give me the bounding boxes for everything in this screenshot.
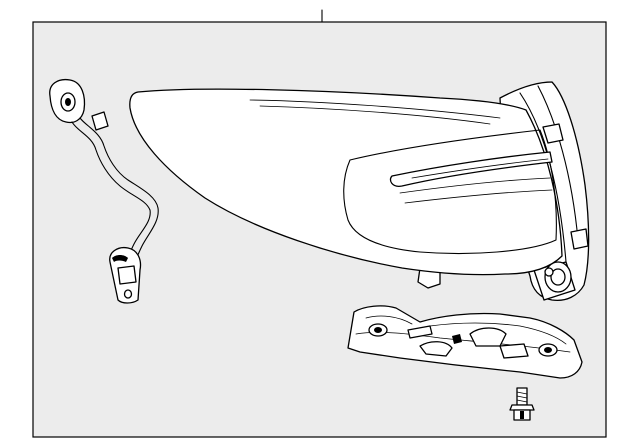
bracket-ridge	[429, 322, 567, 345]
connector-seal	[112, 255, 128, 262]
mounting-bracket	[347, 305, 583, 379]
light-bar-detail	[411, 158, 549, 179]
bracket-slot	[499, 343, 529, 359]
bracket-hole-center	[374, 327, 382, 333]
light-bar-strip	[389, 151, 553, 187]
bracket-ridge	[365, 315, 413, 325]
harness-wire	[71, 121, 151, 263]
connector-hole	[123, 289, 133, 299]
bracket-slot	[407, 325, 433, 339]
light-bar-detail	[399, 177, 551, 194]
screw-head-slot	[520, 411, 524, 419]
harness-wire	[79, 117, 159, 265]
screw-thread	[516, 391, 528, 395]
bracket-slot	[419, 341, 453, 357]
bracket-body	[347, 305, 583, 379]
lens-highlight-line	[249, 99, 501, 119]
lens-inner-region	[343, 129, 557, 255]
screw-washer	[509, 404, 535, 411]
housing-clip	[570, 228, 589, 250]
screw-thread	[516, 395, 528, 399]
wire-clip	[91, 111, 109, 131]
connector-pin	[65, 98, 71, 106]
bracket-hole-center	[544, 347, 552, 353]
wiring-harness	[49, 78, 159, 304]
bracket-notch	[452, 334, 462, 344]
housing-clip	[542, 123, 564, 144]
lens-highlight-line	[259, 105, 491, 125]
tail-lamp-assembly	[129, 81, 590, 302]
bracket-slot	[469, 327, 507, 347]
screw-thread	[516, 399, 528, 403]
light-bar-detail	[404, 189, 553, 204]
screw	[509, 387, 535, 421]
housing-edge-line	[537, 85, 579, 241]
lamp-lens	[129, 88, 563, 276]
bulb-socket	[533, 261, 576, 301]
connector-latch	[117, 265, 137, 285]
